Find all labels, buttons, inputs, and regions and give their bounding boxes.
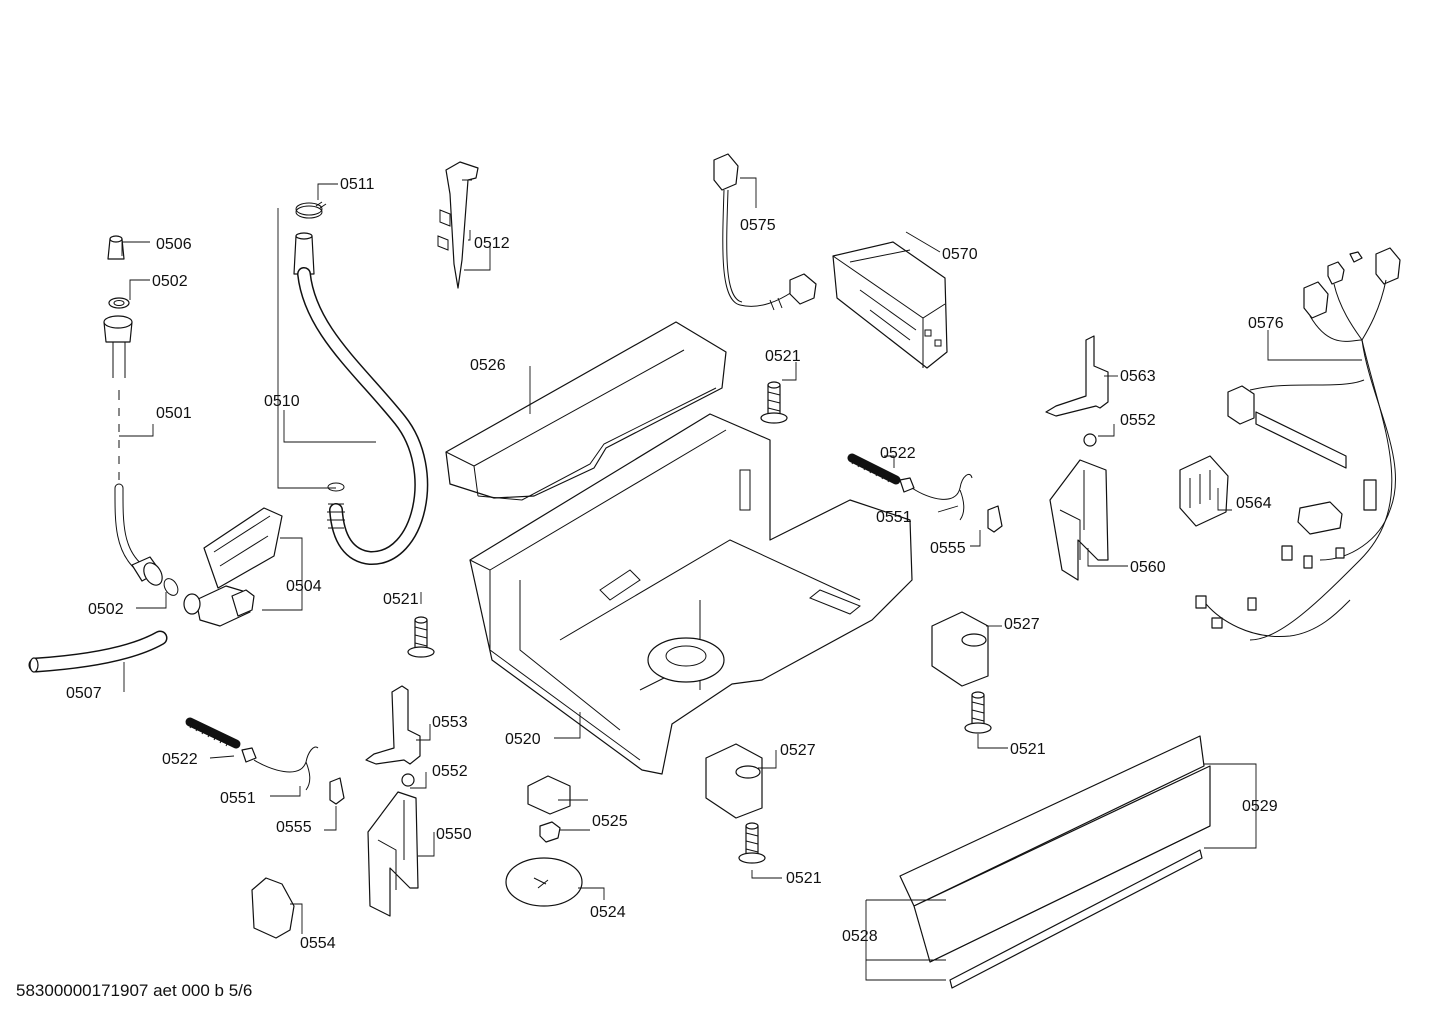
control-module-part — [832, 241, 948, 369]
callout-0527: 0527 — [780, 742, 816, 759]
callout-0526: 0526 — [470, 357, 506, 374]
hose-clamp-part — [295, 201, 327, 219]
inlet-valve-part — [183, 507, 283, 627]
callout-0512: 0512 — [474, 235, 510, 252]
drain-hose-part — [293, 232, 429, 566]
callout-0504: 0504 — [286, 578, 322, 595]
callout-0564: 0564 — [1236, 495, 1272, 512]
callout-0510: 0510 — [264, 393, 300, 410]
callout-0521: 0521 — [786, 870, 822, 887]
vertical-bracket-part — [437, 161, 479, 289]
cover-lid-part — [445, 321, 727, 501]
base-frame-part — [469, 413, 913, 775]
callout-0506: 0506 — [156, 236, 192, 253]
callout-0521: 0521 — [383, 591, 419, 608]
callout-0560: 0560 — [1130, 559, 1166, 576]
small-clip-part-b — [329, 777, 345, 805]
callout-0502: 0502 — [152, 273, 188, 290]
callout-0502: 0502 — [88, 601, 124, 618]
callout-0563: 0563 — [1120, 368, 1156, 385]
callout-0576: 0576 — [1248, 315, 1284, 332]
callout-labels: 0511 0506 0502 0512 0575 0570 0576 0526 … — [66, 176, 1284, 952]
drain-hose-piece-part — [28, 630, 168, 673]
callout-0570: 0570 — [942, 246, 978, 263]
callout-0552: 0552 — [432, 763, 468, 780]
disc-part — [505, 857, 583, 907]
hinge-bracket-part-right — [1045, 335, 1109, 581]
callout-0527: 0527 — [1004, 616, 1040, 633]
spring-sensor-part-b — [185, 717, 319, 791]
callout-0551: 0551 — [876, 509, 912, 526]
callout-0521: 0521 — [765, 348, 801, 365]
callout-0555: 0555 — [930, 540, 966, 557]
callout-0501: 0501 — [156, 405, 192, 422]
plinth-panel-part — [899, 735, 1211, 989]
spring-sensor-part-a — [847, 453, 973, 521]
callout-0553: 0553 — [432, 714, 468, 731]
wiring-harness-part — [1195, 247, 1401, 641]
callout-0528: 0528 — [842, 928, 878, 945]
callout-0554: 0554 — [300, 935, 336, 952]
power-cord-part — [713, 153, 817, 311]
callout-0521: 0521 — [1010, 741, 1046, 758]
screw-foot-part-b — [407, 616, 435, 658]
callout-0529: 0529 — [1242, 798, 1278, 815]
callout-0551: 0551 — [220, 790, 256, 807]
screw-foot-part-d — [738, 822, 766, 864]
small-clip-part-a — [987, 505, 1003, 533]
callout-0520: 0520 — [505, 731, 541, 748]
callout-0507: 0507 — [66, 685, 102, 702]
callout-0555: 0555 — [276, 819, 312, 836]
foot-cover-part-b — [705, 743, 763, 819]
callout-0524: 0524 — [590, 904, 626, 921]
callout-0552: 0552 — [1120, 412, 1156, 429]
leader-lines — [119, 177, 1362, 981]
clip-holder-part — [527, 775, 571, 843]
mounting-bracket-part-left — [367, 791, 419, 917]
document-code: 58300000171907 aet 000 b 5/6 — [16, 981, 253, 1000]
screw-foot-part-c — [964, 691, 992, 734]
callout-0525: 0525 — [592, 813, 628, 830]
connector-block-part — [1179, 455, 1229, 527]
callout-0575: 0575 — [740, 217, 776, 234]
callout-0511: 0511 — [340, 176, 375, 193]
hinge-part-left — [365, 685, 421, 787]
cover-cap-part — [251, 877, 295, 939]
inlet-hose-part — [103, 235, 179, 596]
foot-cover-part-a — [931, 611, 989, 687]
callout-0550: 0550 — [436, 826, 472, 843]
callout-0522: 0522 — [880, 445, 916, 462]
screw-foot-part-a — [760, 381, 788, 424]
callout-0522: 0522 — [162, 751, 198, 768]
